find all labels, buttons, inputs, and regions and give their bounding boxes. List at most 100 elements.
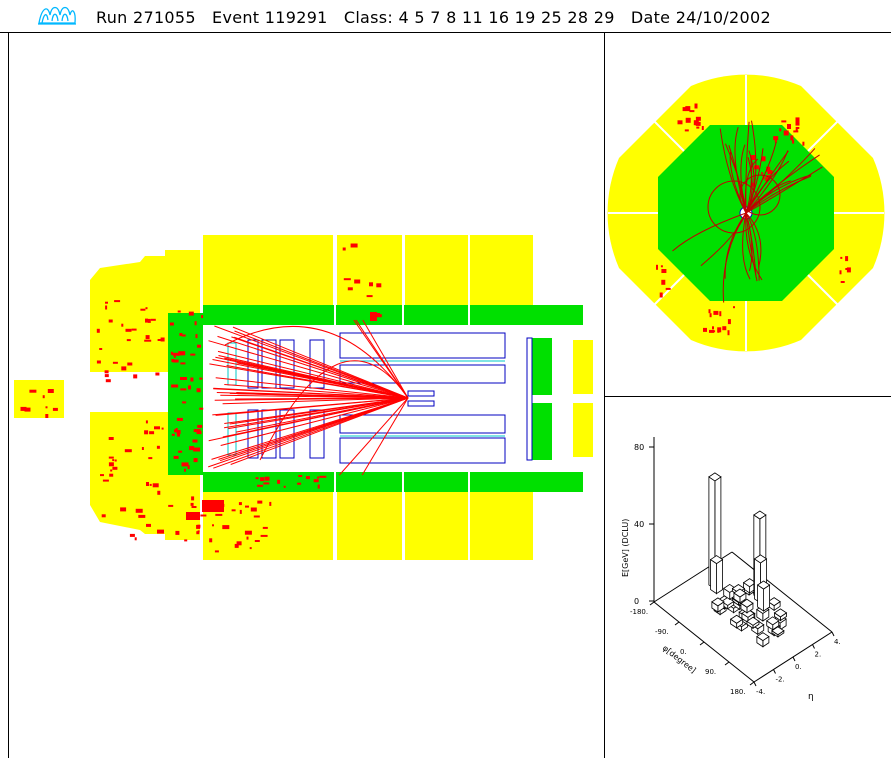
outer-calorimeter <box>14 235 593 560</box>
energy-deposit <box>249 547 252 550</box>
energy-deposit <box>168 504 174 507</box>
track <box>234 330 409 399</box>
curved-track <box>259 360 409 461</box>
energy-deposit <box>110 469 113 472</box>
energy-deposit <box>840 281 845 283</box>
energy-deposit <box>190 353 196 356</box>
energy-deposit <box>192 439 198 443</box>
class-list: 4 5 7 8 11 16 19 25 28 29 <box>398 8 615 27</box>
energy-deposit <box>254 540 260 542</box>
energy-deposit <box>727 319 731 325</box>
lego-tower-side <box>710 558 717 595</box>
phi-tick-label: 90. <box>705 668 716 676</box>
track <box>217 335 409 399</box>
energy-deposit <box>131 328 137 331</box>
energy-deposit <box>665 287 671 290</box>
energy-deposit <box>145 420 148 424</box>
energy-deposit <box>157 529 164 534</box>
energy-deposit <box>180 377 187 380</box>
energy-deposit <box>244 530 252 535</box>
track <box>672 212 747 252</box>
energy-deposit <box>47 389 54 393</box>
phi-tick-mark <box>699 641 705 646</box>
energy-deposit <box>181 462 189 467</box>
energy-deposit <box>761 156 766 162</box>
energy-deposit <box>173 455 179 459</box>
lego-y-label: E[GeV] (DCLU) <box>621 519 630 577</box>
energy-deposit <box>170 351 173 355</box>
energy-deposit <box>149 483 152 486</box>
energy-deposit <box>660 265 663 268</box>
energy-deposit <box>105 305 108 310</box>
phi-tick-label: -180. <box>630 608 648 616</box>
energy-deposit <box>215 513 223 516</box>
lego-tower-top <box>753 554 768 564</box>
side-view-tracks <box>208 319 409 476</box>
track <box>339 397 409 476</box>
energy-deposit <box>761 172 764 175</box>
track <box>224 384 409 399</box>
energy-deposit <box>234 543 239 548</box>
eta-tick-mark <box>792 656 796 662</box>
energy-deposit <box>201 315 204 319</box>
energy-deposit <box>370 312 377 321</box>
energy-deposit <box>693 120 699 126</box>
side-view-energy-deposits <box>20 243 382 553</box>
energy-deposit <box>317 476 319 479</box>
energy-deposit <box>96 360 101 364</box>
energy-deposit <box>792 139 795 144</box>
energy-deposit <box>148 457 153 460</box>
energy-deposit <box>187 465 190 470</box>
energy-deposit <box>795 120 800 126</box>
energy-deposit <box>145 318 148 323</box>
track <box>229 397 409 425</box>
energy-deposit <box>138 514 146 518</box>
energy-deposit <box>783 130 789 136</box>
track <box>742 212 751 280</box>
energy-deposit <box>121 323 124 327</box>
track <box>745 121 750 214</box>
track <box>222 397 409 438</box>
energy-deposit <box>659 292 663 298</box>
event-info: Run 271055 Event 119291 Class: 4 5 7 8 1… <box>96 8 771 27</box>
energy-deposit <box>313 479 319 483</box>
energy-deposit <box>152 483 159 488</box>
energy-deposit <box>197 524 201 528</box>
energy-deposit <box>214 550 219 553</box>
energy-deposit <box>104 374 109 378</box>
energy-deposit <box>236 541 242 546</box>
track <box>355 319 409 399</box>
energy-deposit <box>374 314 382 318</box>
energy-deposit <box>685 117 691 123</box>
eta-tick-label: -4. <box>756 688 765 696</box>
track <box>740 144 747 214</box>
energy-deposit <box>172 359 179 363</box>
lego-tower-top <box>709 555 724 565</box>
lego-tower-top <box>766 616 780 626</box>
energy-deposit <box>712 326 714 330</box>
energy-deposit <box>112 466 118 470</box>
lego-axes <box>653 437 833 683</box>
energy-deposit <box>108 456 114 459</box>
energy-deposit <box>20 406 27 411</box>
energy-deposit <box>682 107 686 112</box>
lego-tower-top <box>746 616 760 626</box>
lego-phi-ticks: -180.-90.0.90.180. <box>630 601 755 696</box>
energy-deposit <box>145 307 148 310</box>
energy-deposit <box>108 319 113 323</box>
energy-deposit <box>42 395 45 399</box>
energy-deposit <box>298 475 303 477</box>
energy-deposit <box>246 536 249 540</box>
energy-deposit <box>114 459 117 462</box>
energy-deposit <box>754 165 759 170</box>
energy-deposit <box>195 334 198 339</box>
track <box>209 363 409 399</box>
energy-deposit <box>191 506 197 508</box>
energy-deposit <box>661 269 667 273</box>
energy-deposit <box>695 116 701 121</box>
energy-deposit <box>319 475 327 478</box>
energy-deposit <box>779 128 782 132</box>
energy-deposit <box>239 509 242 514</box>
energy-deposit <box>184 468 186 472</box>
